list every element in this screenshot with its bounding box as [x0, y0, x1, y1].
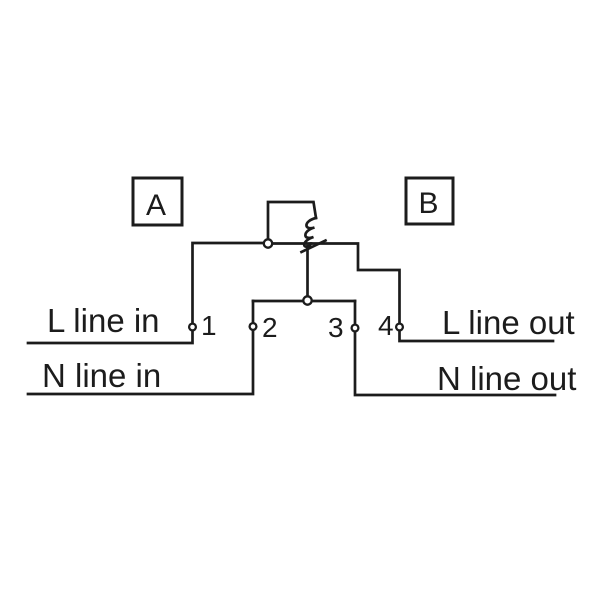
- box-b-outline: [404, 176, 455, 226]
- terminal-1-node: [187, 322, 198, 332]
- wire-n-line-in: [26, 299, 255, 396]
- current-coil-square: [266, 200, 318, 242]
- l-line-out-label: L line out: [442, 304, 575, 341]
- wire-l-line-out: [309, 242, 555, 343]
- wires: [26, 200, 557, 397]
- l-line-in-label: L line in: [47, 302, 160, 339]
- nodes: [187, 238, 405, 333]
- terminal-4-node: [394, 322, 405, 332]
- n-line-out-label: N line out: [437, 360, 576, 397]
- center-junction-node: [302, 295, 313, 306]
- box-a-label: A: [146, 189, 166, 222]
- coil-junction-node: [262, 238, 274, 249]
- terminal-1-label: 1: [201, 310, 217, 341]
- box-a: A: [131, 176, 184, 227]
- terminal-3-label: 3: [328, 312, 344, 343]
- box-b: B: [404, 176, 455, 226]
- terminal-2-node: [248, 321, 258, 332]
- box-a-outline: [131, 176, 184, 227]
- box-b-label: B: [418, 187, 438, 220]
- terminal-numbers: 1 2 3 4: [201, 310, 394, 343]
- terminal-4-label: 4: [378, 310, 394, 341]
- terminal-3-node: [350, 323, 360, 333]
- line-labels: L line in N line in L line out N line ou…: [42, 302, 576, 397]
- wire-l-line-in: [26, 241, 268, 345]
- n-line-in-label: N line in: [42, 357, 161, 394]
- terminal-2-label: 2: [262, 312, 278, 343]
